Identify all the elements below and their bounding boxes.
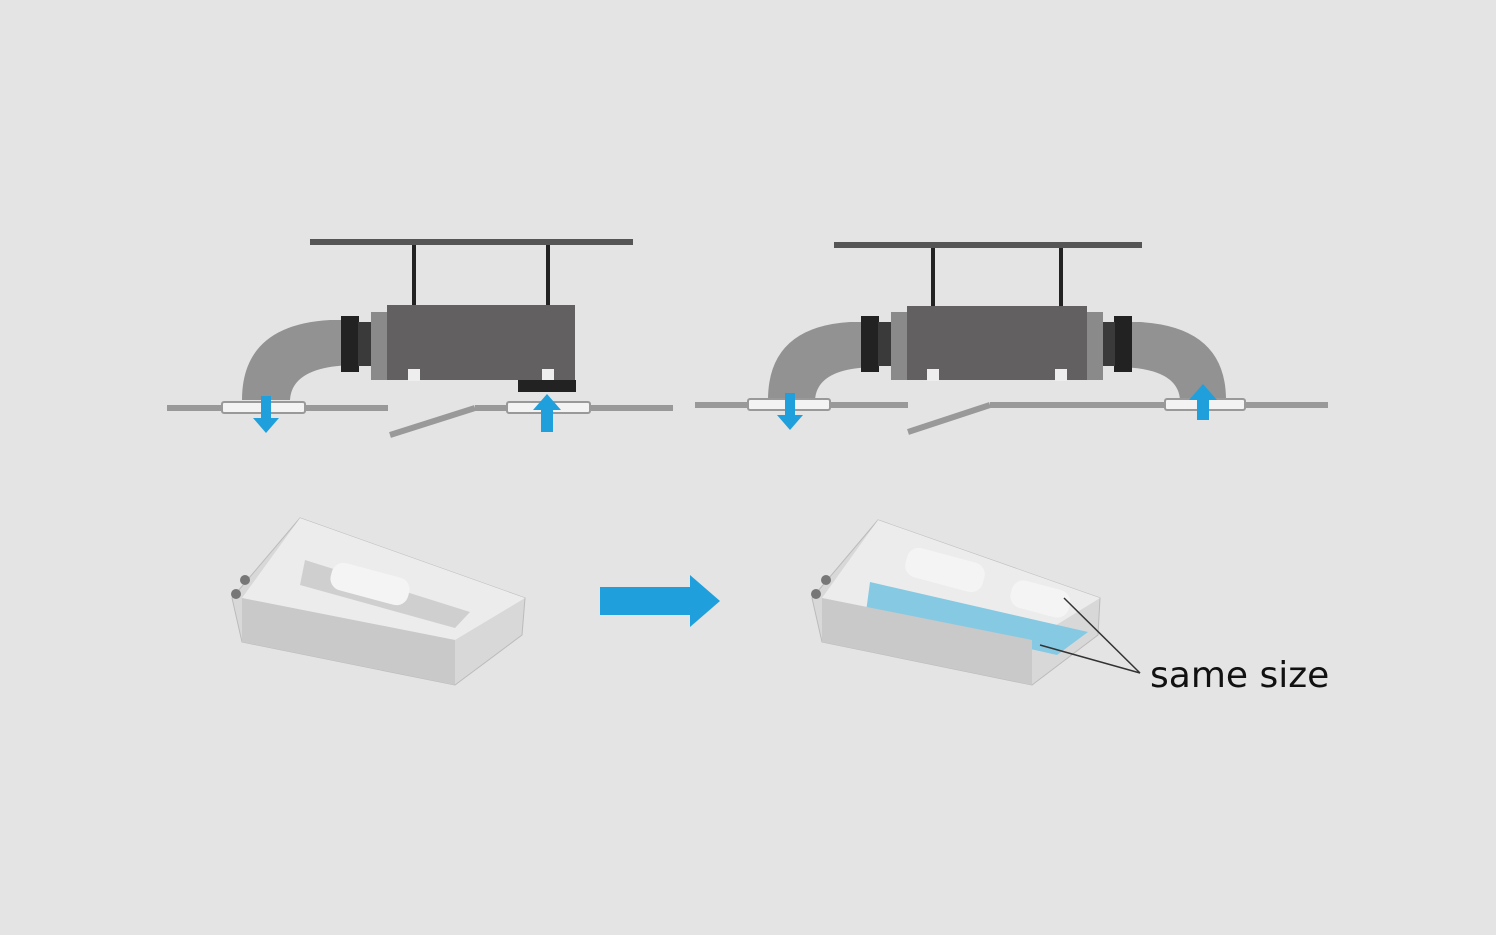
- after-installation: [695, 242, 1328, 435]
- arrow-down-icon: [253, 396, 279, 433]
- duct-collar: [371, 312, 388, 380]
- before-installation: [167, 239, 673, 438]
- ceiling-slab: [310, 239, 633, 245]
- arrow-up-icon: [1189, 384, 1217, 420]
- indoor-unit-body: [907, 306, 1087, 380]
- arrow-up-icon: [533, 394, 561, 432]
- ceiling-slab: [834, 242, 1142, 248]
- duct-elbow: [242, 320, 358, 400]
- indoor-unit-body: [387, 305, 575, 380]
- duct-unit-after: [811, 519, 1101, 686]
- arrow-down-icon: [777, 393, 803, 430]
- filter-panel: [866, 582, 1088, 655]
- duct-flange: [341, 316, 359, 372]
- arrow-right-icon: [600, 575, 720, 627]
- return-box: [518, 380, 576, 392]
- duct-elbow: [768, 322, 878, 400]
- duct-unit-before: [231, 517, 526, 686]
- same-size-label: same size: [1150, 655, 1330, 696]
- same-size-leader-lines: [1039, 597, 1141, 674]
- duct-elbow: [1115, 322, 1226, 400]
